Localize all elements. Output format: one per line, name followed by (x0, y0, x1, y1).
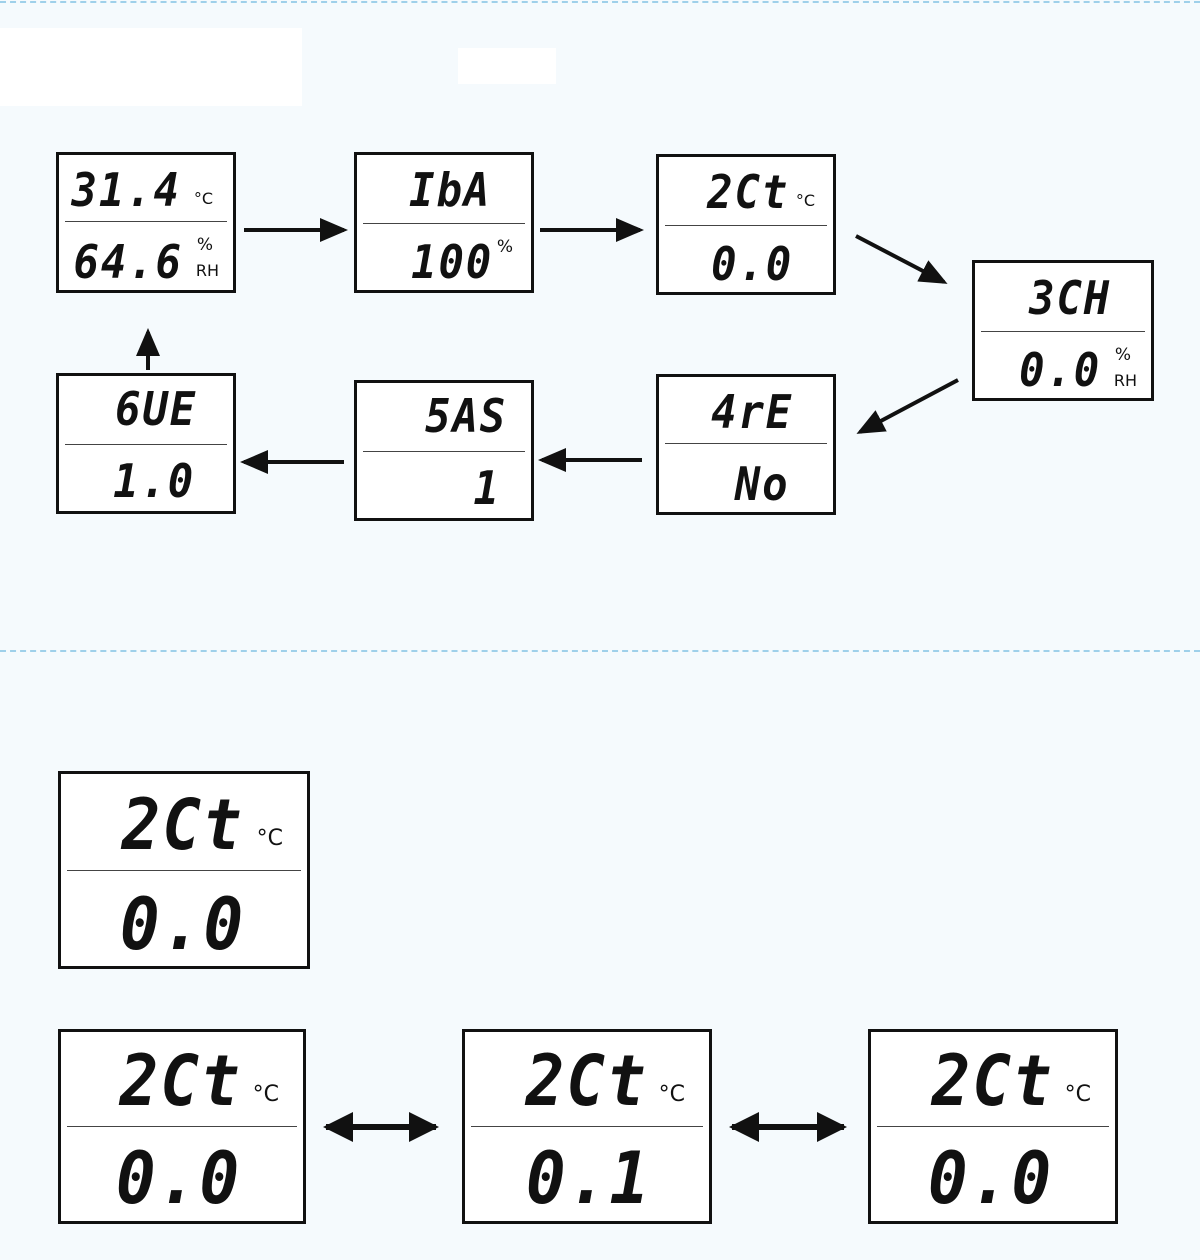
blank-subtitle-area (458, 48, 556, 84)
panel-bottom-reading: 0.0 (1019, 343, 1101, 397)
calibration-panel-seq-3: 2Ct °C 0.0 (868, 1029, 1118, 1224)
flow-panel-iba: IbA 100 % (354, 152, 534, 293)
panel-bottom-reading: 0.0 (115, 1136, 241, 1220)
flow-panel-temp-humidity: 31.4 °C 64.6 % RH (56, 152, 236, 293)
panel-bottom-reading: 100 (411, 235, 493, 289)
panel-top-reading: 3CH (1029, 271, 1111, 325)
top-dashed-divider (0, 1, 1200, 3)
percent-unit: % (1114, 345, 1131, 365)
flow-panel-2ct: 2Ct °C 0.0 (656, 154, 836, 295)
celsius-unit: °C (795, 191, 815, 210)
panel-bottom-reading: 0.0 (927, 1136, 1053, 1220)
flow-panel-4re: 4rE No (656, 374, 836, 515)
panel-top-reading: IbA (409, 163, 491, 217)
panel-top-reading: 31.4 (71, 163, 181, 217)
percent-unit: % (196, 235, 213, 255)
calibration-panel-seq-2: 2Ct °C 0.1 (462, 1029, 712, 1224)
panel-top-reading: 4rE (711, 385, 793, 439)
panel-bottom-reading: No (734, 457, 789, 511)
panel-top-reading: 2Ct (119, 1040, 241, 1122)
panel-divider (65, 221, 227, 222)
rh-unit: RH (1113, 371, 1137, 390)
panel-top-reading: 2Ct (121, 784, 243, 866)
celsius-unit: °C (193, 189, 213, 208)
celsius-unit: °C (1064, 1082, 1091, 1107)
panel-bottom-reading: 0.0 (119, 882, 245, 966)
panel-divider (363, 223, 525, 224)
panel-top-reading: 2Ct (525, 1040, 647, 1122)
panel-divider (67, 1126, 297, 1127)
panel-divider (877, 1126, 1109, 1127)
panel-top-reading: 5AS (425, 389, 507, 443)
flow-arrow-3-to-4 (855, 234, 948, 284)
flow-arrow-4-to-5 (856, 378, 959, 434)
panel-divider (67, 870, 301, 871)
flow-panel-3ch: 3CH 0.0 % RH (972, 260, 1154, 401)
panel-divider (471, 1126, 703, 1127)
celsius-unit: °C (658, 1082, 685, 1107)
blank-title-area (0, 28, 302, 106)
celsius-unit: °C (256, 826, 283, 851)
middle-dashed-divider (0, 650, 1200, 652)
celsius-unit: °C (252, 1082, 279, 1107)
panel-top-reading: 2Ct (707, 165, 789, 219)
flow-panel-5as: 5AS 1 (354, 380, 534, 521)
calibration-panel-seq-1: 2Ct °C 0.0 (58, 1029, 306, 1224)
calibration-panel-single: 2Ct °C 0.0 (58, 771, 310, 969)
panel-divider (981, 331, 1145, 332)
flow-panel-6ue: 6UE 1.0 (56, 373, 236, 514)
panel-bottom-reading: 1.0 (113, 454, 195, 508)
panel-bottom-reading: 64.6 (73, 235, 183, 289)
panel-divider (65, 444, 227, 445)
percent-unit: % (496, 237, 513, 257)
rh-unit: RH (195, 261, 219, 280)
panel-bottom-reading: 1 (473, 461, 501, 515)
panel-top-reading: 2Ct (931, 1040, 1053, 1122)
panel-divider (665, 225, 827, 226)
panel-divider (665, 443, 827, 444)
panel-top-reading: 6UE (115, 382, 197, 436)
panel-bottom-reading: 0.0 (711, 237, 793, 291)
panel-bottom-reading: 0.1 (525, 1136, 651, 1220)
panel-divider (363, 451, 525, 452)
